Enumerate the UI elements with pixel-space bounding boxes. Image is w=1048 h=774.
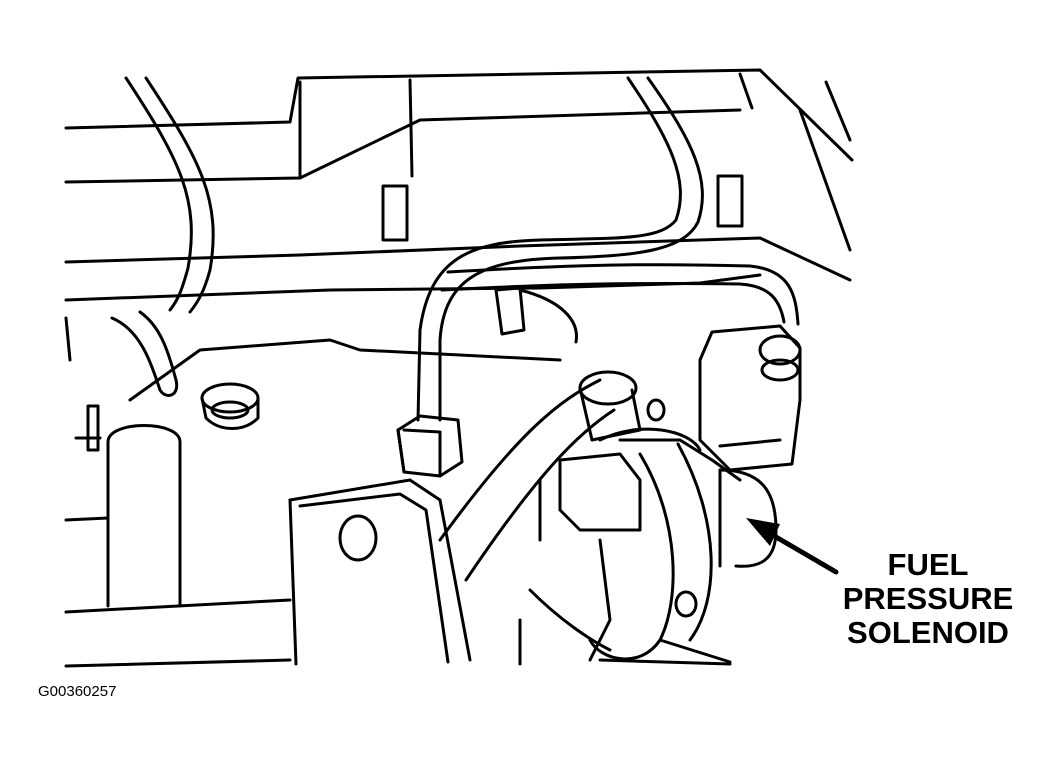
callout-arrow bbox=[761, 527, 839, 575]
filler-cap bbox=[200, 382, 260, 430]
mounting-plate bbox=[288, 478, 472, 666]
lower-lines bbox=[518, 618, 732, 666]
vacuum-hose bbox=[438, 370, 642, 582]
fuel-lines bbox=[124, 76, 800, 422]
callout-line-2: PRESSURE bbox=[842, 581, 1014, 616]
solenoid-body bbox=[528, 398, 778, 662]
fuel-fitting bbox=[396, 414, 464, 478]
callout-label: FUEL PRESSURE SOLENOID bbox=[828, 548, 1028, 650]
electrical-connector bbox=[698, 324, 802, 472]
left-cylinder bbox=[64, 424, 292, 668]
arrow-head bbox=[746, 518, 780, 546]
figure-id: G00360257 bbox=[38, 683, 117, 700]
callout-line-1: FUEL bbox=[887, 547, 969, 582]
callout-line-3: SOLENOID bbox=[847, 615, 1009, 650]
left-bracket bbox=[64, 310, 562, 452]
